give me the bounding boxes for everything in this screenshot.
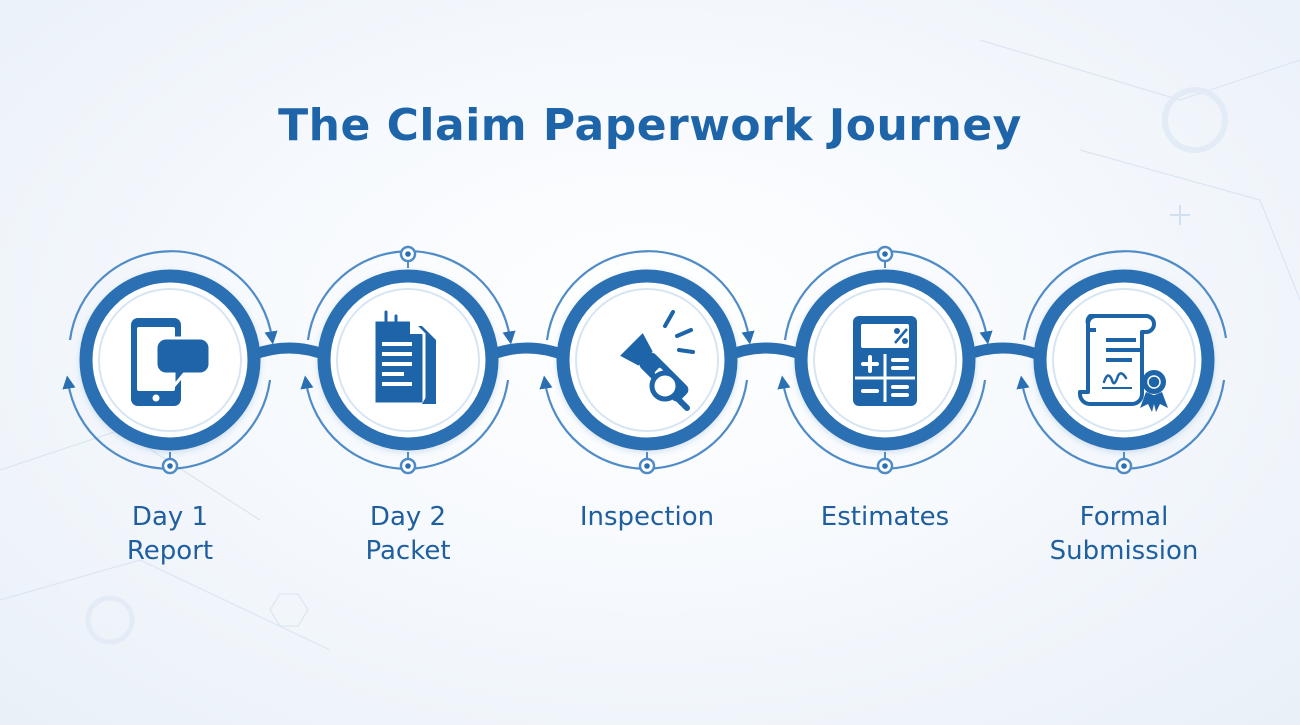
step-label-5: Formal Submission [1004,500,1244,568]
step-label-line: Submission [1049,536,1199,566]
step-label-line: Packet [365,536,451,566]
orbit-arc-top [1022,250,1228,341]
step-4 [777,245,993,475]
orbit-arc-top [68,250,278,345]
step-label-3: Inspection [527,500,767,534]
step-label-2: Day 2 Packet [288,500,528,568]
top-node [399,245,417,268]
step-5 [1016,250,1228,475]
flashlight-magnifier-icon [620,310,695,411]
step-label-line: Report [126,536,214,566]
page-title: The Claim Paperwork Journey [278,100,1022,151]
step-label-line: Day 1 [131,502,209,532]
step-label-line: Day 2 [369,502,447,532]
bottom-node [638,452,656,475]
step-label-line: Estimates [820,502,950,532]
step-2 [300,245,516,475]
step-label-line: Inspection [579,502,715,532]
bottom-node [399,452,417,475]
document-packet-icon [372,310,436,406]
bottom-node [1115,452,1133,475]
calculator-icon [853,316,917,406]
step-label-1: Day 1 Report [50,500,290,568]
smartphone-chat-icon [131,318,212,406]
bottom-node [161,452,179,475]
step-1 [62,250,278,475]
step-label-line: Formal [1079,502,1169,532]
certificate-scroll-icon [1078,314,1168,412]
top-node [876,245,894,268]
bottom-node [876,452,894,475]
step-3 [539,250,755,475]
orbit-arc-top [545,250,755,345]
step-label-4: Estimates [765,500,1005,534]
